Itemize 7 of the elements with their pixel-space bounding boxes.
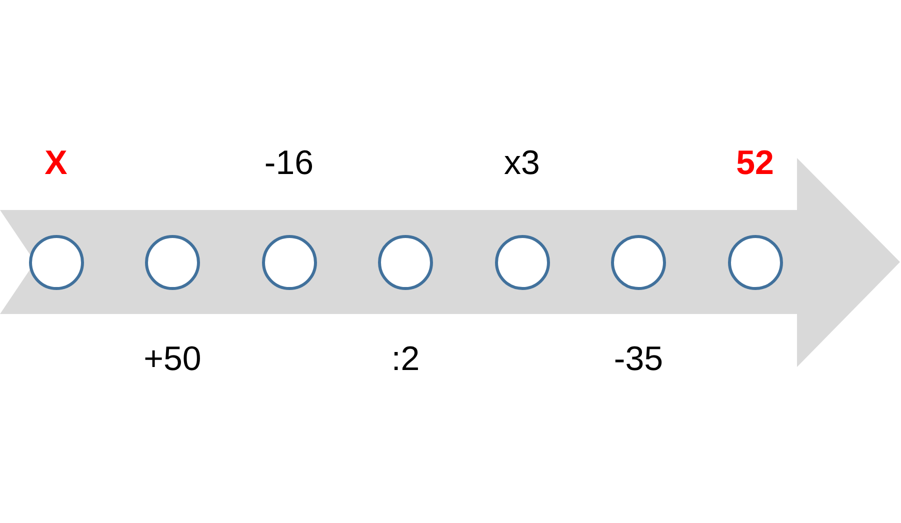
operation-label: :2 <box>391 339 420 379</box>
operation-label: +50 <box>144 339 202 379</box>
value-label: X <box>44 143 68 183</box>
value-label: 52 <box>736 143 774 183</box>
operation-label: x3 <box>504 143 540 183</box>
operation-label: -16 <box>264 143 314 183</box>
operation-label: -35 <box>614 339 664 379</box>
